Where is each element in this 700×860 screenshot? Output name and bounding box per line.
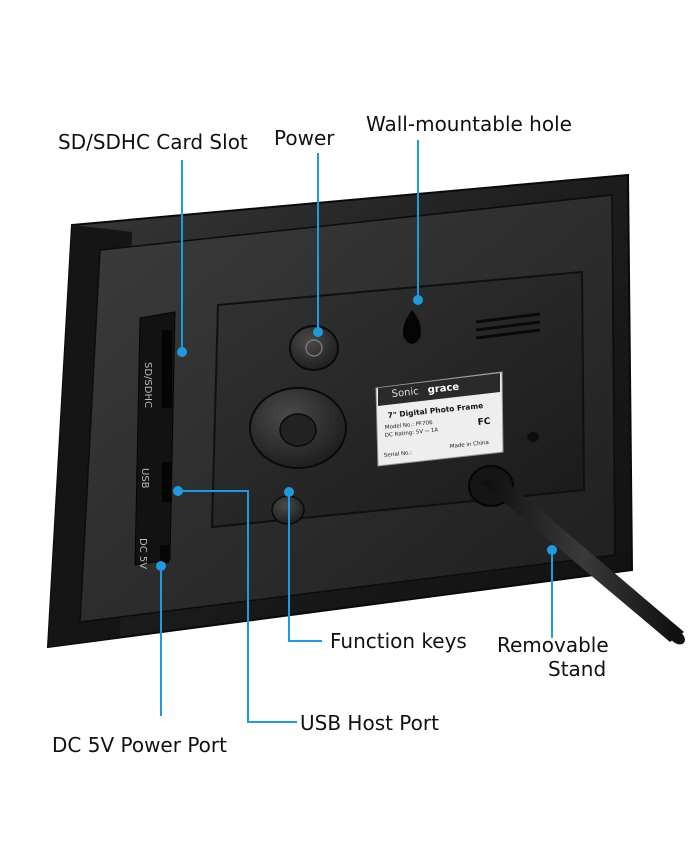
sticker-fcc: FC (477, 417, 491, 428)
sticker-model: Model No.: PF706 (385, 420, 434, 431)
callout-dots (156, 295, 557, 571)
callout-sd-slot: SD/SDHC Card Slot (58, 130, 248, 154)
sticker-rating: DC Rating: 5V ⎓ 1A (385, 427, 439, 439)
port-label-sd: SD/SDHC (142, 362, 153, 408)
sticker-brand-left: Sonic (391, 386, 419, 400)
callout-function-keys: Function keys (330, 629, 467, 653)
sticker-origin: Made in China (450, 440, 490, 450)
product-sticker: Sonic grace 7" Digital Photo Frame Model… (375, 371, 504, 467)
callout-dc-power: DC 5V Power Port (52, 733, 227, 757)
sticker-serial: Serial No.: (384, 450, 413, 459)
port-label-usb: USB (139, 468, 150, 489)
callout-lines (160, 140, 553, 723)
port-label-dc: DC 5V (137, 538, 148, 569)
vent-grille (475, 312, 541, 340)
dc-port (160, 545, 169, 563)
dpad-center (279, 413, 317, 447)
removable-stand (480, 476, 684, 642)
sd-slot (162, 330, 172, 408)
callout-wall-hole: Wall-mountable hole (366, 112, 572, 136)
sticker-brand-right: grace (427, 382, 460, 396)
wall-mount-hole (403, 310, 421, 344)
callout-stand-line2: Stand (548, 657, 607, 681)
power-button (289, 325, 339, 371)
callout-usb-host: USB Host Port (300, 711, 439, 735)
callout-stand-line1: Removable (497, 633, 609, 657)
usb-slot (162, 462, 172, 502)
callout-power: Power (274, 126, 335, 150)
